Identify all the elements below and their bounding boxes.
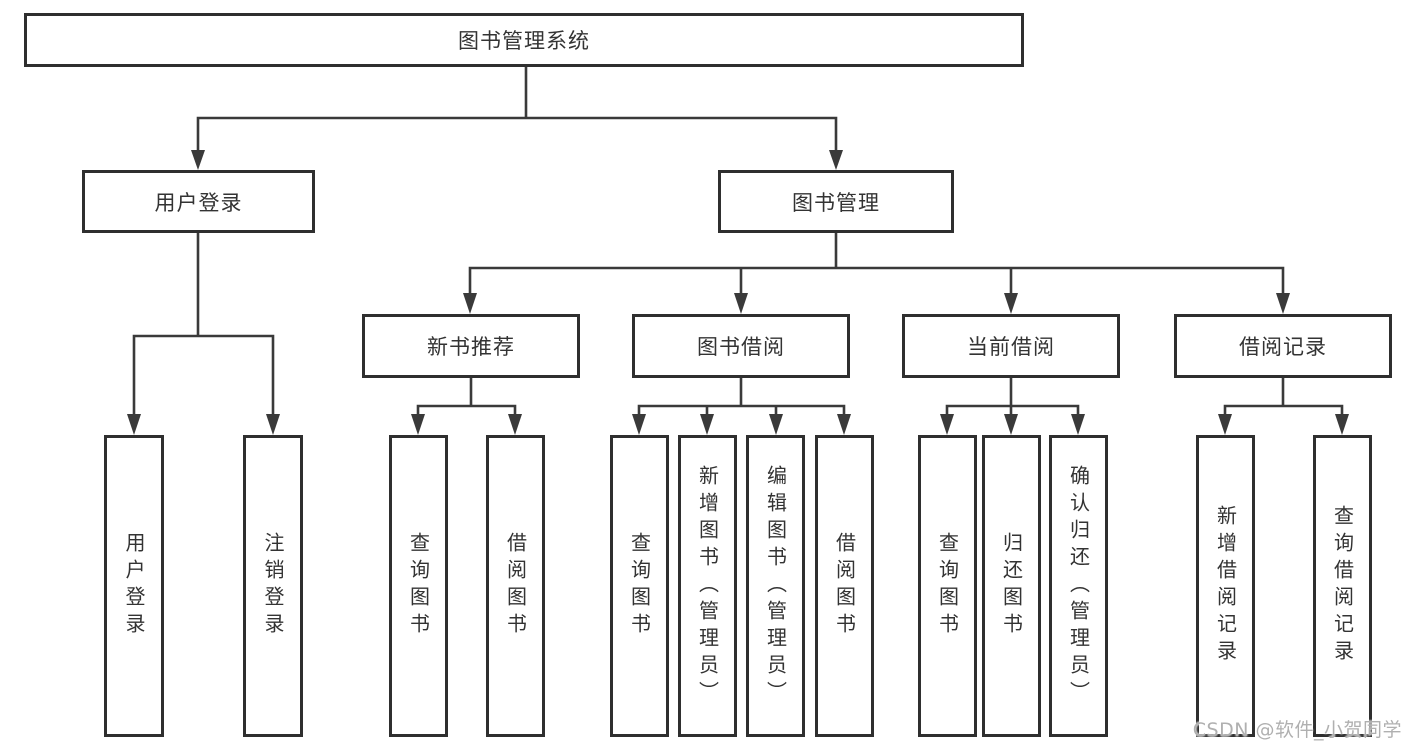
- node-new-book-recommendation: 新书推荐: [362, 314, 580, 378]
- connector-current-borrowing-to-leaves: [940, 376, 1085, 435]
- node-book-management: 图书管理: [718, 170, 954, 233]
- leaf-return-book: 归还图书: [982, 435, 1041, 737]
- leaf-user-login: 用户登录: [104, 435, 164, 737]
- connector-user-login-to-leaves: [127, 231, 280, 435]
- node-borrowing-records: 借阅记录: [1174, 314, 1392, 378]
- leaf-recommend-borrow-books: 借阅图书: [486, 435, 545, 737]
- node-label: 当前借阅: [967, 335, 1055, 359]
- leaf-query-borrow-record: 查询借阅记录: [1313, 435, 1372, 737]
- node-book-borrowing: 图书借阅: [632, 314, 850, 378]
- node-label: 查询图书: [406, 532, 431, 640]
- connector-book-management-to-level3: [463, 231, 1290, 314]
- leaf-recommend-query-books: 查询图书: [389, 435, 448, 737]
- node-label: 图书管理: [792, 190, 880, 215]
- node-label: 注销登录: [261, 532, 285, 640]
- node-label: 新增借阅记录: [1213, 505, 1238, 667]
- connector-root-to-level2: [191, 65, 843, 170]
- node-label: 借阅记录: [1239, 335, 1327, 359]
- connector-book-borrowing-to-leaves: [632, 376, 851, 435]
- leaf-borrowing-query-books: 查询图书: [610, 435, 669, 737]
- node-label: 图书管理系统: [458, 29, 590, 53]
- node-label: 用户登录: [122, 532, 146, 640]
- node-label: 借阅图书: [832, 532, 857, 640]
- watermark: CSDN @软件_小贺同学: [1192, 719, 1402, 741]
- leaf-edit-book-admin: 编辑图书（管理员）: [746, 435, 805, 737]
- node-user-login: 用户登录: [82, 170, 315, 233]
- leaf-current-query-books: 查询图书: [918, 435, 977, 737]
- node-label: 归还图书: [999, 532, 1024, 640]
- node-label: 新增图书（管理员）: [695, 464, 720, 708]
- node-label: 查询借阅记录: [1330, 505, 1355, 667]
- connector-borrowing-records-to-leaves: [1218, 376, 1349, 435]
- leaf-confirm-return-admin: 确认归还（管理员）: [1049, 435, 1108, 737]
- node-label: 查询图书: [627, 532, 652, 640]
- connector-new-book-recommendation-to-leaves: [411, 376, 522, 435]
- leaf-borrow-book: 借阅图书: [815, 435, 874, 737]
- leaf-logout: 注销登录: [243, 435, 303, 737]
- node-label: 借阅图书: [503, 532, 528, 640]
- node-library-management-system: 图书管理系统: [24, 13, 1024, 67]
- node-label: 编辑图书（管理员）: [763, 464, 788, 708]
- node-label: 确认归还（管理员）: [1066, 464, 1091, 708]
- node-label: 图书借阅: [697, 335, 785, 359]
- leaf-add-borrow-record: 新增借阅记录: [1196, 435, 1255, 737]
- node-current-borrowing: 当前借阅: [902, 314, 1120, 378]
- node-label: 用户登录: [154, 190, 243, 215]
- node-label: 新书推荐: [427, 335, 515, 359]
- leaf-add-book-admin: 新增图书（管理员）: [678, 435, 737, 737]
- node-label: 查询图书: [935, 532, 960, 640]
